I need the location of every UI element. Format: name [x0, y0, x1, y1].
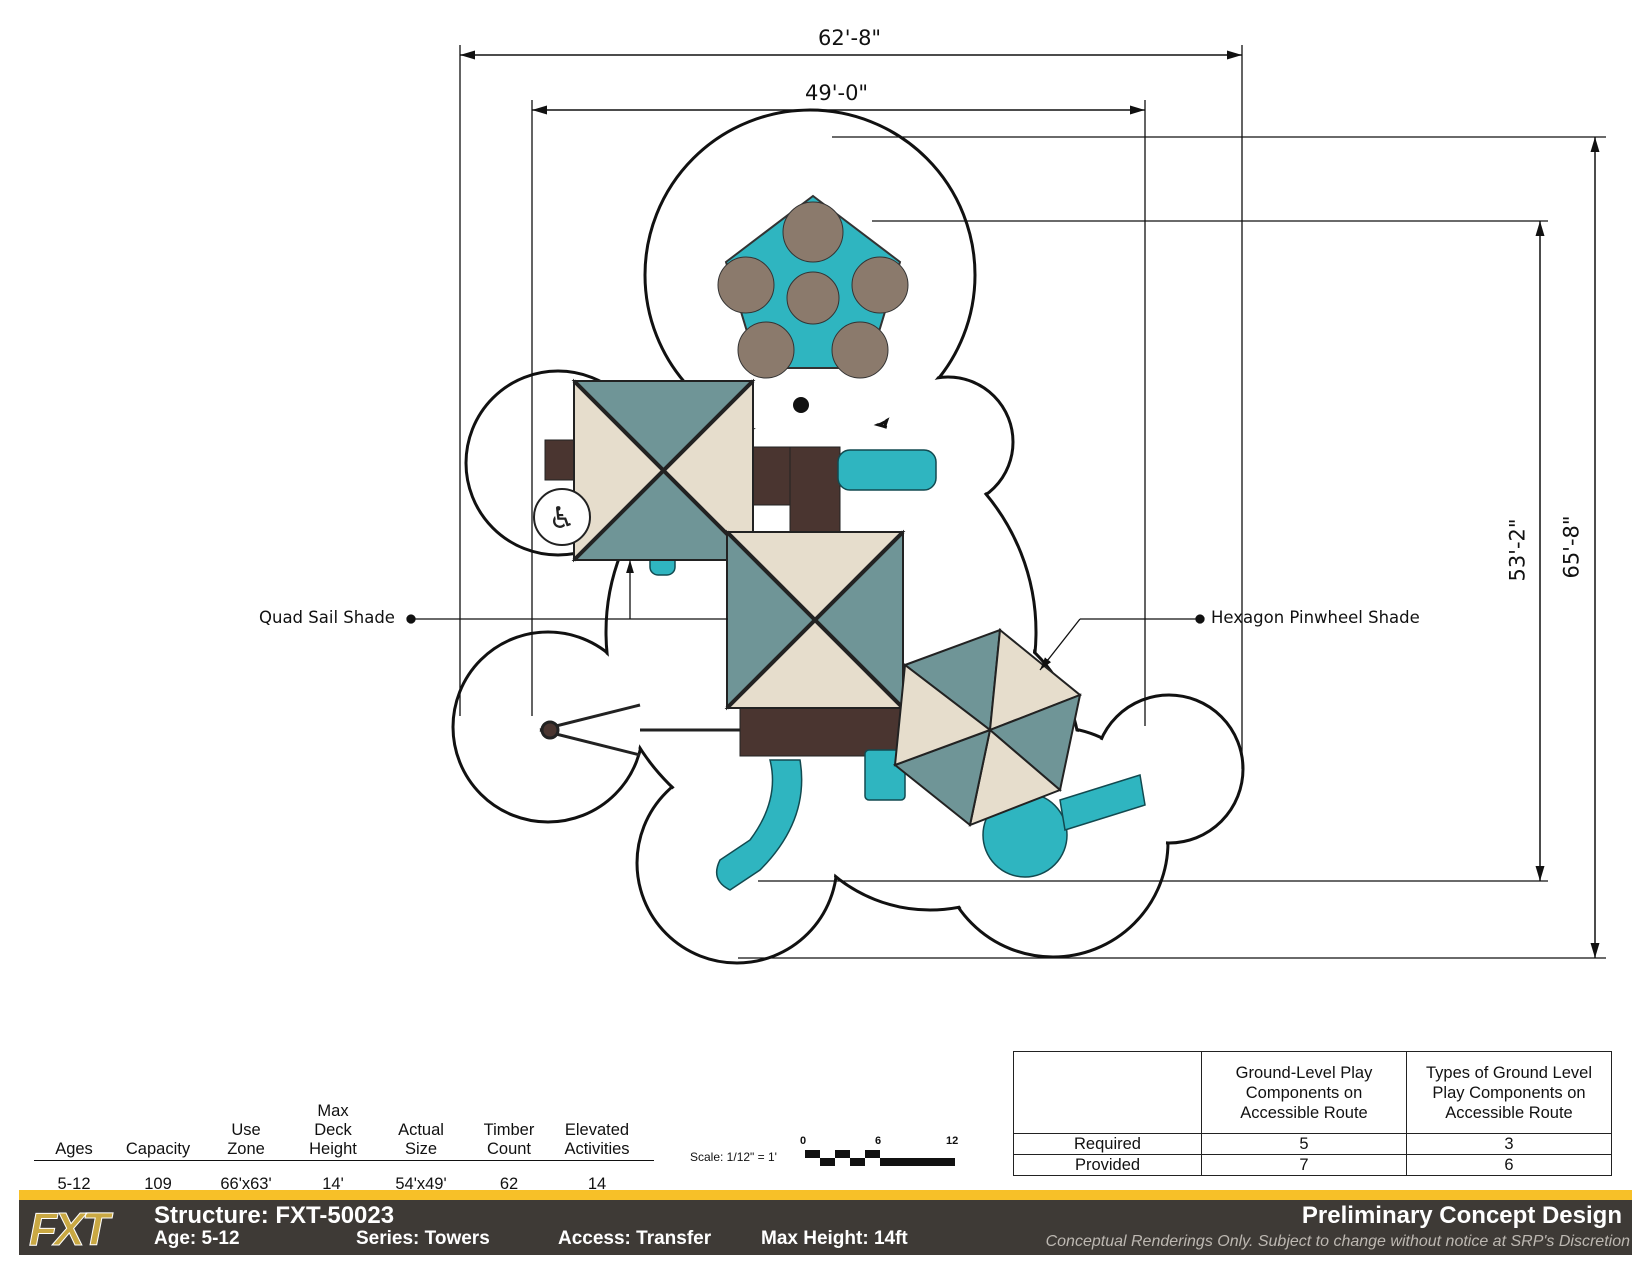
structure-depth-dimension: 53'-2" — [1505, 518, 1530, 582]
spec-value-max-deck-height: 14' — [322, 1175, 344, 1193]
spec-value-timber-count: 62 — [499, 1175, 519, 1193]
footer-access: Access: Transfer — [558, 1228, 712, 1249]
dimension-lines — [460, 50, 1600, 958]
accessibility-icon: ♿ — [533, 488, 591, 546]
spec-value-elevated-activities: 14 — [587, 1175, 607, 1193]
footer-series: Series: Towers — [356, 1228, 490, 1249]
footer-structure: Structure: FXT-50023 — [154, 1202, 395, 1229]
scale-checker — [805, 1150, 955, 1166]
scale-tick-0: 0 — [800, 1135, 807, 1147]
spec-header-capacity: Capacity — [125, 1140, 191, 1158]
acc-row-provided: Provided 7 6 — [1013, 1154, 1612, 1176]
acc-header-ground-level: Ground-Level Play Components on Accessib… — [1201, 1051, 1407, 1134]
footer-bar: FXT Structure: FXT-50023 Age: 5-12 Serie… — [19, 1190, 1632, 1256]
acc-cell: 3 — [1406, 1133, 1612, 1155]
callout-hexagon-pinwheel-shade: Hexagon Pinwheel Shade — [1211, 608, 1420, 627]
fxt-logo: FXT — [29, 1203, 111, 1256]
specs-table: Ages Capacity Use Zone Max Deck Height A… — [34, 1080, 654, 1195]
spec-value-ages: 5-12 — [57, 1175, 91, 1193]
scale-tick-6: 6 — [875, 1135, 882, 1147]
spec-header-max-deck-height: Max Deck Height — [309, 1102, 357, 1158]
spec-header-actual-size: Actual Size — [398, 1121, 444, 1158]
acc-cell: 7 — [1201, 1154, 1407, 1176]
footer-age: Age: 5-12 — [154, 1228, 240, 1249]
spec-header-use-zone: Use Zone — [227, 1121, 265, 1158]
overall-depth-dimension: 65'-8" — [1559, 515, 1584, 579]
acc-cell: 5 — [1201, 1133, 1407, 1155]
extension-lines — [459, 45, 1606, 959]
svg-text:♿: ♿ — [549, 501, 576, 536]
spec-value-capacity: 109 — [144, 1175, 172, 1193]
callout-quad-sail-shade: Quad Sail Shade — [259, 608, 395, 627]
acc-row-label: Provided — [1013, 1154, 1202, 1176]
spec-header-ages: Ages — [55, 1140, 93, 1158]
spec-header-timber-count: Timber Count — [483, 1121, 535, 1158]
structure-width-dimension: 49'-0" — [805, 81, 869, 105]
footer-title: Preliminary Concept Design — [1301, 1202, 1622, 1229]
callout-leaders — [406, 560, 1205, 671]
scale-tick-12: 12 — [946, 1135, 959, 1147]
spec-value-use-zone: 66'x63' — [220, 1175, 272, 1193]
deck-platforms — [544, 439, 901, 757]
footer-disclaimer: Conceptual Renderings Only. Subject to c… — [1045, 1233, 1630, 1250]
footer-max-height: Max Height: 14ft — [761, 1228, 908, 1249]
quad-sail-shade-2 — [724, 529, 906, 711]
spec-header-elevated-activities: Elevated Activities — [564, 1121, 630, 1158]
acc-cell: 6 — [1406, 1154, 1612, 1176]
spec-value-actual-size: 54'x49' — [395, 1175, 447, 1193]
dome-climber — [717, 194, 909, 413]
quad-sail-shade-1 — [571, 378, 756, 563]
acc-header-types: Types of Ground Level Play Components on… — [1406, 1051, 1612, 1134]
overall-width-dimension: 62'-8" — [818, 26, 882, 50]
acc-row-required: Required 5 3 — [1013, 1133, 1612, 1155]
scale-label: Scale: 1/12" = 1' — [690, 1150, 777, 1164]
acc-row-label: Required — [1013, 1133, 1202, 1155]
accessibility-table: Ground-Level Play Components on Accessib… — [1013, 1051, 1612, 1176]
acc-header-blank — [1013, 1051, 1202, 1134]
chain-ladder — [539, 703, 740, 757]
